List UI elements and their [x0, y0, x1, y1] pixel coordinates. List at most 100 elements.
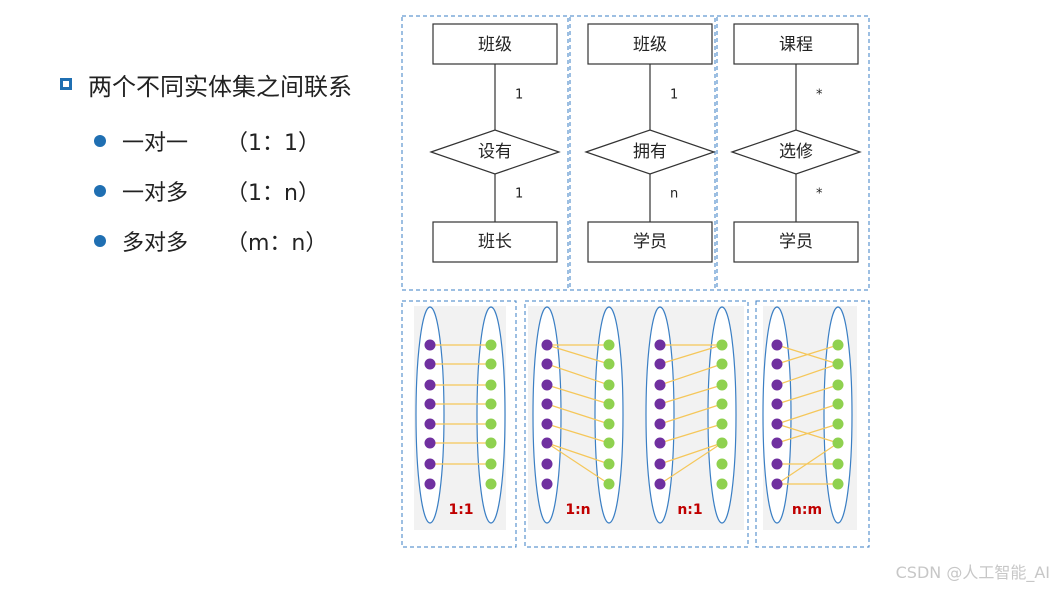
mapping-label: 1:n [565, 502, 590, 518]
left-entity-dot [541, 379, 553, 391]
entity-label: 课程 [779, 35, 813, 55]
mapping-link [659, 442, 723, 485]
square-bullet-icon [60, 78, 72, 90]
mapping-link [546, 403, 610, 425]
mapping-link [659, 403, 723, 425]
right-entity-dot [716, 437, 728, 449]
cardinality-label: 1 [515, 187, 523, 202]
right-entity-dot [716, 339, 728, 351]
bullet-dot-icon [94, 185, 106, 197]
left-entity-dot [424, 358, 436, 370]
cardinality-label: * [816, 187, 823, 202]
left-entity-dot [771, 418, 783, 430]
right-entity-dot [485, 458, 497, 470]
right-entity-dot [603, 379, 615, 391]
left-entity-dot [654, 339, 666, 351]
left-entity-dot [424, 458, 436, 470]
mapping-link [546, 344, 610, 365]
left-entity-dot [654, 358, 666, 370]
right-entity-dot [603, 418, 615, 430]
entity-set-ellipse [532, 306, 562, 524]
list-item: 一对一 （1：1） [60, 116, 352, 166]
left-entity-dot [771, 398, 783, 410]
mapping-label: n:1 [677, 502, 702, 518]
relationship-diamond [730, 129, 862, 175]
item-term: 一对多 [122, 181, 189, 206]
bullet-dot-icon [94, 235, 106, 247]
right-entity-dot [485, 418, 497, 430]
left-entity-dot [424, 339, 436, 351]
entity-label: 学员 [779, 232, 813, 252]
mapping-link [659, 442, 723, 465]
mapping-label: 1:1 [448, 502, 473, 518]
er-panel-border [716, 15, 870, 291]
mapping-link [776, 423, 839, 444]
left-entity-dot [424, 379, 436, 391]
right-entity-dot [716, 458, 728, 470]
er-panel-border [401, 15, 569, 291]
cardinality-label: * [816, 88, 823, 103]
mapping-link [659, 363, 723, 386]
entity-set-ellipse [476, 306, 506, 524]
left-entity-dot [654, 379, 666, 391]
list-item: 多对多 （m：n） [60, 216, 352, 266]
left-entity-dot [424, 398, 436, 410]
entity-set-ellipse [823, 306, 853, 524]
left-entity-dot [771, 458, 783, 470]
relationship-diamond [429, 129, 561, 175]
left-entity-dot [771, 339, 783, 351]
right-entity-dot [485, 398, 497, 410]
left-entity-dot [771, 478, 783, 490]
right-entity-dot [603, 437, 615, 449]
right-entity-dot [716, 398, 728, 410]
mapping-panel-border [401, 300, 517, 548]
list-item: 一对多 （1：n） [60, 166, 352, 216]
mapping-panel-border [524, 300, 749, 548]
left-entity-dot [654, 437, 666, 449]
mapping-link [659, 423, 723, 444]
entity-box [587, 23, 713, 65]
left-entity-dot [654, 418, 666, 430]
right-entity-dot [603, 339, 615, 351]
relationship-label: 拥有 [633, 142, 667, 162]
right-entity-dot [716, 418, 728, 430]
left-entity-dot [541, 437, 553, 449]
mapping-link [776, 363, 839, 386]
right-entity-dot [485, 478, 497, 490]
item-ratio: （m：n） [226, 231, 328, 256]
mapping-link [546, 442, 610, 465]
right-entity-dot [485, 437, 497, 449]
heading: 两个不同实体集之间联系 [88, 72, 352, 101]
relationship-label: 选修 [779, 142, 813, 162]
left-entity-dot [541, 339, 553, 351]
mapping-link [546, 423, 610, 444]
left-entity-dot [654, 398, 666, 410]
right-entity-dot [716, 358, 728, 370]
right-entity-dot [832, 379, 844, 391]
entity-label: 班级 [478, 35, 512, 55]
left-entity-dot [424, 478, 436, 490]
right-entity-dot [832, 478, 844, 490]
right-entity-dot [603, 358, 615, 370]
right-entity-dot [485, 339, 497, 351]
mapping-link [659, 384, 723, 405]
item-term: 一对一 [122, 131, 189, 156]
left-entity-dot [771, 379, 783, 391]
mapping-link [776, 384, 839, 405]
bullet-list: 两个不同实体集之间联系 一对一 （1：1） 一对多 （1：n） 多对多 （m：n… [60, 66, 352, 266]
entity-label: 班级 [633, 35, 667, 55]
mapping-link [776, 442, 839, 485]
left-entity-dot [541, 398, 553, 410]
item-term: 多对多 [122, 231, 189, 256]
mapping-link [546, 384, 610, 405]
cardinality-label: 1 [670, 88, 678, 103]
right-entity-dot [716, 478, 728, 490]
left-entity-dot [541, 358, 553, 370]
right-entity-dot [832, 458, 844, 470]
bullet-dot-icon [94, 135, 106, 147]
right-entity-dot [485, 379, 497, 391]
er-panel-border [569, 15, 716, 291]
entity-box [432, 23, 558, 65]
mapping-panel-border [755, 300, 870, 548]
